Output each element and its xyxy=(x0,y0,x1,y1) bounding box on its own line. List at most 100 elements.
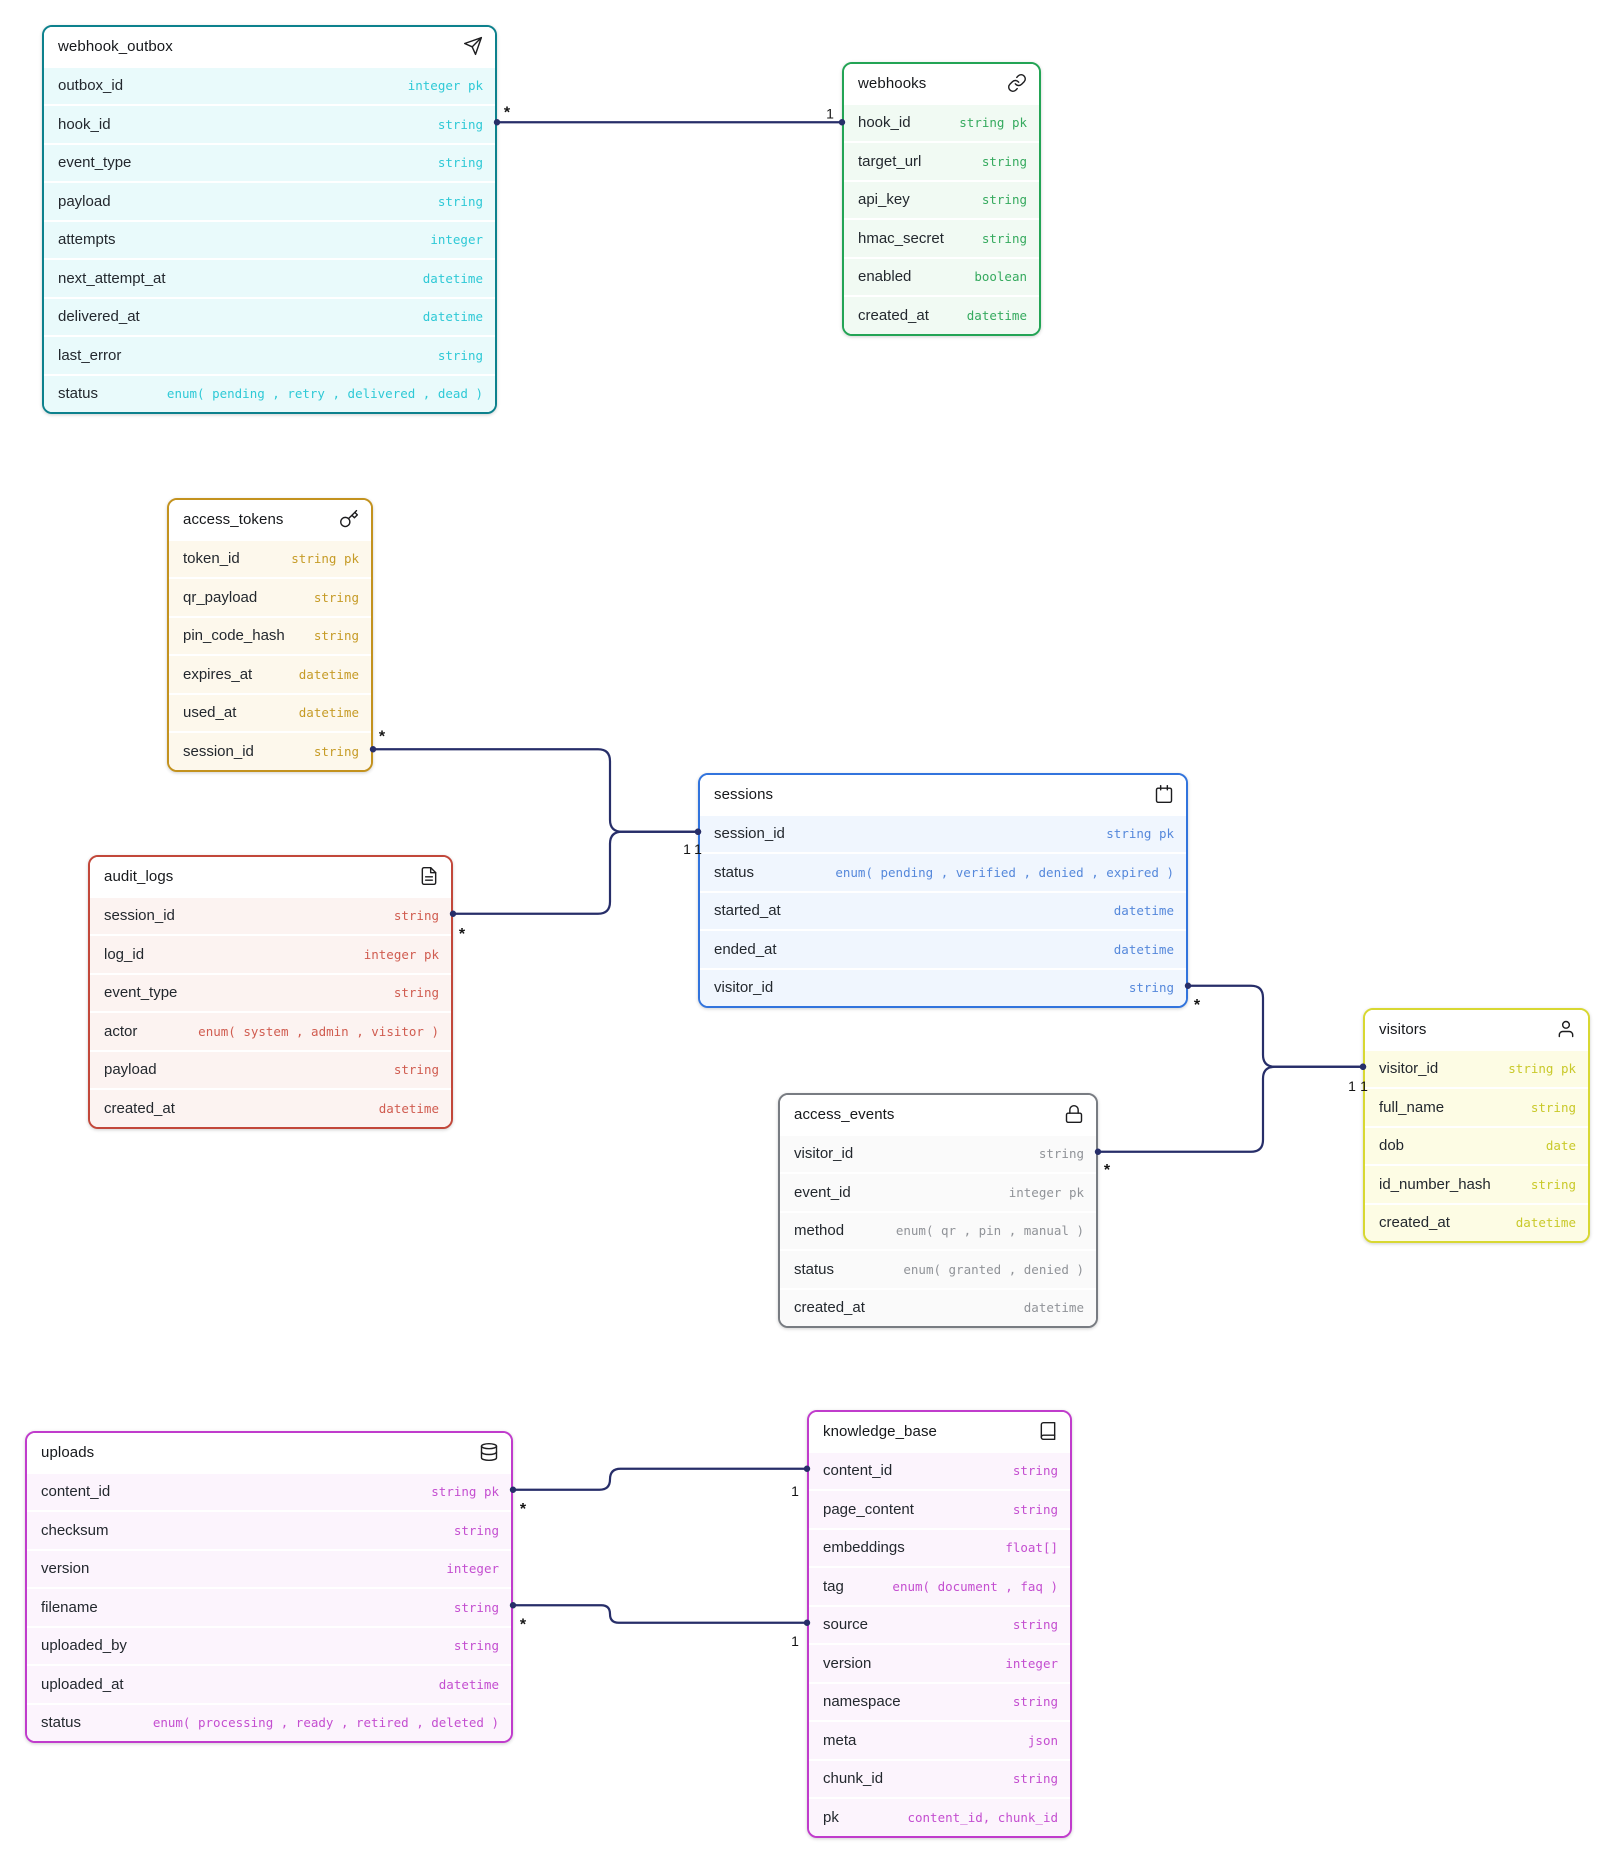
field-name: version xyxy=(41,1560,90,1578)
field-row: pin_code_hash string xyxy=(169,615,371,654)
field-type: string xyxy=(1530,1099,1576,1115)
field-name: embeddings xyxy=(823,1539,905,1557)
field-type: datetime xyxy=(966,307,1027,323)
field-name: visitor_id xyxy=(794,1145,854,1163)
table-header: webhooks xyxy=(844,64,1039,103)
cardinality-label: * xyxy=(1104,1162,1111,1179)
database-icon xyxy=(479,1442,499,1462)
field-type: datetime xyxy=(1113,903,1174,919)
cardinality-label: * xyxy=(520,1501,527,1518)
field-row: log_id integer pk xyxy=(90,934,451,973)
field-name: api_key xyxy=(858,191,910,209)
field-row: api_key string xyxy=(844,179,1039,218)
field-type: datetime xyxy=(378,1100,439,1116)
table-header: access_tokens xyxy=(169,500,371,539)
user-icon xyxy=(1556,1019,1576,1039)
field-type: datetime xyxy=(298,705,359,721)
field-type: string xyxy=(1038,1146,1084,1162)
field-type: string xyxy=(1012,1771,1058,1787)
cardinality-label: * xyxy=(504,104,511,121)
field-name: event_type xyxy=(58,154,132,172)
field-name: content_id xyxy=(823,1462,893,1480)
cardinality-label: * xyxy=(459,926,466,943)
field-name: log_id xyxy=(104,945,145,963)
field-type: datetime xyxy=(1515,1215,1576,1231)
field-name: uploaded_by xyxy=(41,1637,127,1655)
field-type: string xyxy=(393,985,439,1001)
field-type: string xyxy=(437,193,483,209)
field-name: page_content xyxy=(823,1500,914,1518)
field-type: string xyxy=(393,908,439,924)
cardinality-label: 1 xyxy=(683,841,691,857)
field-type: string xyxy=(453,1522,499,1538)
field-name: hook_id xyxy=(58,115,111,133)
field-type: integer xyxy=(446,1561,499,1577)
field-type: integer xyxy=(1005,1655,1058,1671)
field-name: status xyxy=(58,385,99,403)
field-type: string xyxy=(437,116,483,132)
field-type: integer xyxy=(430,232,483,248)
field-name: session_id xyxy=(183,742,254,760)
field-name: created_at xyxy=(794,1299,865,1317)
book-icon xyxy=(1038,1421,1058,1441)
relationship-sessions-visitors xyxy=(1188,984,1363,1068)
field-name: status xyxy=(41,1714,82,1732)
cardinality-label: 1 xyxy=(791,1483,799,1499)
field-name: chunk_id xyxy=(823,1770,884,1788)
field-row: hook_id string xyxy=(44,104,495,143)
field-type: string xyxy=(1012,1501,1058,1517)
field-type: string pk xyxy=(431,1484,499,1500)
field-type: datetime xyxy=(422,270,483,286)
field-type: integer pk xyxy=(363,946,439,962)
field-type: string pk xyxy=(291,551,359,567)
field-type: enum( pending , verified , denied , expi… xyxy=(835,864,1174,880)
field-name: meta xyxy=(823,1731,857,1749)
field-type: string xyxy=(313,628,359,644)
relationship-access_events-visitors xyxy=(1098,1065,1363,1153)
field-name: source xyxy=(823,1616,869,1634)
field-name: pin_code_hash xyxy=(183,627,285,645)
field-row: chunk_id string xyxy=(809,1758,1070,1797)
field-type: float[] xyxy=(1005,1540,1058,1556)
field-type: integer pk xyxy=(1008,1184,1084,1200)
table-header: access_events xyxy=(780,1095,1096,1134)
table-name: knowledge_base xyxy=(823,1422,937,1440)
field-row: embeddings float[] xyxy=(809,1527,1070,1566)
field-type: string xyxy=(1012,1694,1058,1710)
field-type: string xyxy=(981,192,1027,208)
